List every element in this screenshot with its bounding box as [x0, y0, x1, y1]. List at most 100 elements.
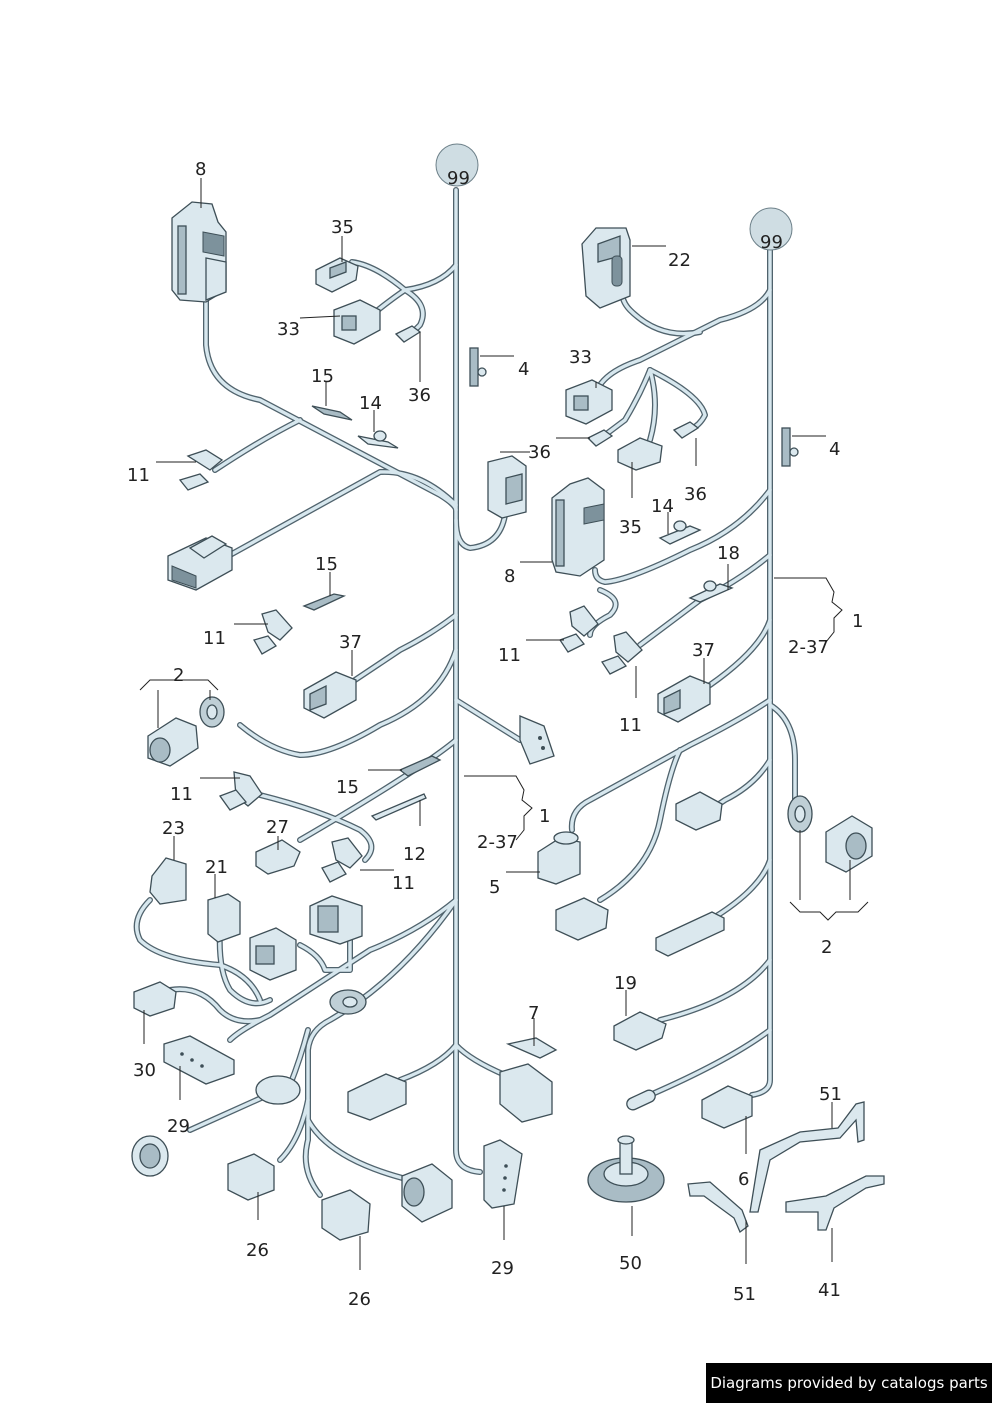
label-7: 7 [528, 1003, 539, 1024]
label-99-left: 99 [447, 168, 470, 189]
part-8-right-connector [551, 477, 605, 577]
part-15-strip-a [311, 405, 353, 421]
part-36-right-plug-a [586, 429, 614, 447]
label-26-left: 26 [246, 1240, 269, 1261]
part-41-bracket [785, 1175, 885, 1231]
label-11-middle-left: 11 [203, 628, 226, 649]
label-51-top: 51 [819, 1084, 842, 1105]
harness-parts [131, 143, 885, 1241]
part-14-tape-a [357, 430, 399, 449]
part-14-tape-b [658, 520, 702, 545]
label-51-bottom: 51 [733, 1284, 756, 1305]
part-35-right-connector [617, 437, 663, 471]
label-15-upper: 15 [311, 366, 334, 387]
label-11-lower-right: 11 [392, 873, 415, 894]
label-29-left: 29 [167, 1116, 190, 1137]
part-dotted-grommet [255, 1075, 301, 1105]
label-50: 50 [619, 1253, 642, 1274]
label-33-left: 33 [277, 319, 300, 340]
part-4-left-clip [469, 347, 487, 387]
label-5: 5 [489, 877, 500, 898]
part-11-connector-c [218, 771, 263, 811]
credit-badge: Diagrams provided by catalogs parts [706, 1363, 992, 1403]
part-5-connector [537, 831, 581, 885]
part-51-bracket-b [749, 1101, 865, 1213]
label-19: 19 [614, 973, 637, 994]
label-33-right: 33 [569, 347, 592, 368]
part-large-round-connector [401, 1163, 453, 1223]
part-29-left-module [163, 1035, 235, 1085]
label-8-left: 8 [195, 159, 206, 180]
label-15-lower: 15 [336, 777, 359, 798]
part-6-connector [701, 1085, 753, 1129]
label-36-right: 36 [684, 484, 707, 505]
part-12-cable-tie [370, 793, 427, 821]
part-square-connector-b [309, 895, 363, 945]
part-36-center-connector [487, 455, 527, 519]
part-11-connector-a [178, 449, 224, 491]
part-36-right-plug-b [672, 421, 700, 439]
label-6: 6 [738, 1169, 749, 1190]
label-23: 23 [162, 818, 185, 839]
label-1-right: 1 [852, 611, 863, 632]
part-2-right-plug [787, 795, 873, 873]
part-18-tape [688, 580, 734, 603]
part-multipin-connector-left [167, 535, 233, 591]
part-2-left-plug [147, 696, 225, 767]
label-12: 12 [403, 844, 426, 865]
label-41: 41 [818, 1280, 841, 1301]
label-36-center: 36 [528, 442, 551, 463]
label-22: 22 [668, 250, 691, 271]
part-11-connector-e [559, 605, 599, 653]
part-22-connector [581, 227, 631, 309]
part-15-strip-b [302, 593, 347, 611]
part-number-labels: 99 99 8 35 33 36 4 15 14 11 36 15 11 37 … [127, 159, 863, 1310]
part-7-clip [505, 1037, 558, 1059]
label-30: 30 [133, 1060, 156, 1081]
part-26-connector-a [227, 1153, 275, 1201]
label-4-left: 4 [518, 359, 529, 380]
part-connector-right-small [675, 791, 723, 831]
part-11-connector-b [253, 609, 293, 655]
part-99-right [749, 207, 793, 251]
label-2-left: 2 [173, 665, 184, 686]
part-grommet-lower [329, 989, 367, 1015]
part-33-right-connector [565, 379, 613, 425]
label-35-right: 35 [619, 517, 642, 538]
part-19-connector [613, 1011, 667, 1051]
label-11-right-a: 11 [498, 645, 521, 666]
part-21-connector [207, 893, 241, 943]
wire-harness [133, 187, 798, 1198]
label-29-center: 29 [491, 1258, 514, 1279]
leader-lines [139, 178, 869, 1270]
part-33-left-connector [333, 299, 381, 345]
part-29-center-module [483, 1139, 523, 1209]
label-1-left: 1 [539, 806, 550, 827]
label-18: 18 [717, 543, 740, 564]
label-27: 27 [266, 817, 289, 838]
part-99-left [435, 143, 479, 187]
part-4-right-clip [781, 427, 799, 467]
part-37-left-connector [303, 671, 357, 719]
part-23-connector [149, 857, 187, 905]
label-26-center: 26 [348, 1289, 371, 1310]
part-51-bracket-a [687, 1181, 749, 1234]
label-11-upper-left: 11 [127, 465, 150, 486]
label-21: 21 [205, 857, 228, 878]
label-14-left: 14 [359, 393, 382, 414]
part-50-boot [587, 1135, 665, 1203]
label-2-37-right: 2-37 [788, 637, 829, 658]
label-37-left: 37 [339, 632, 362, 653]
label-15-middle: 15 [315, 554, 338, 575]
label-4-right: 4 [829, 439, 840, 460]
label-2-right: 2 [821, 937, 832, 958]
part-37-right-connector [657, 675, 711, 723]
label-99-right: 99 [760, 232, 783, 253]
part-connector-trunk-right [499, 1063, 553, 1123]
label-11-right-b: 11 [619, 715, 642, 736]
label-35-left: 35 [331, 217, 354, 238]
part-27-connector [255, 839, 301, 875]
part-30-connector [133, 981, 177, 1017]
part-square-connector-a [249, 927, 297, 981]
